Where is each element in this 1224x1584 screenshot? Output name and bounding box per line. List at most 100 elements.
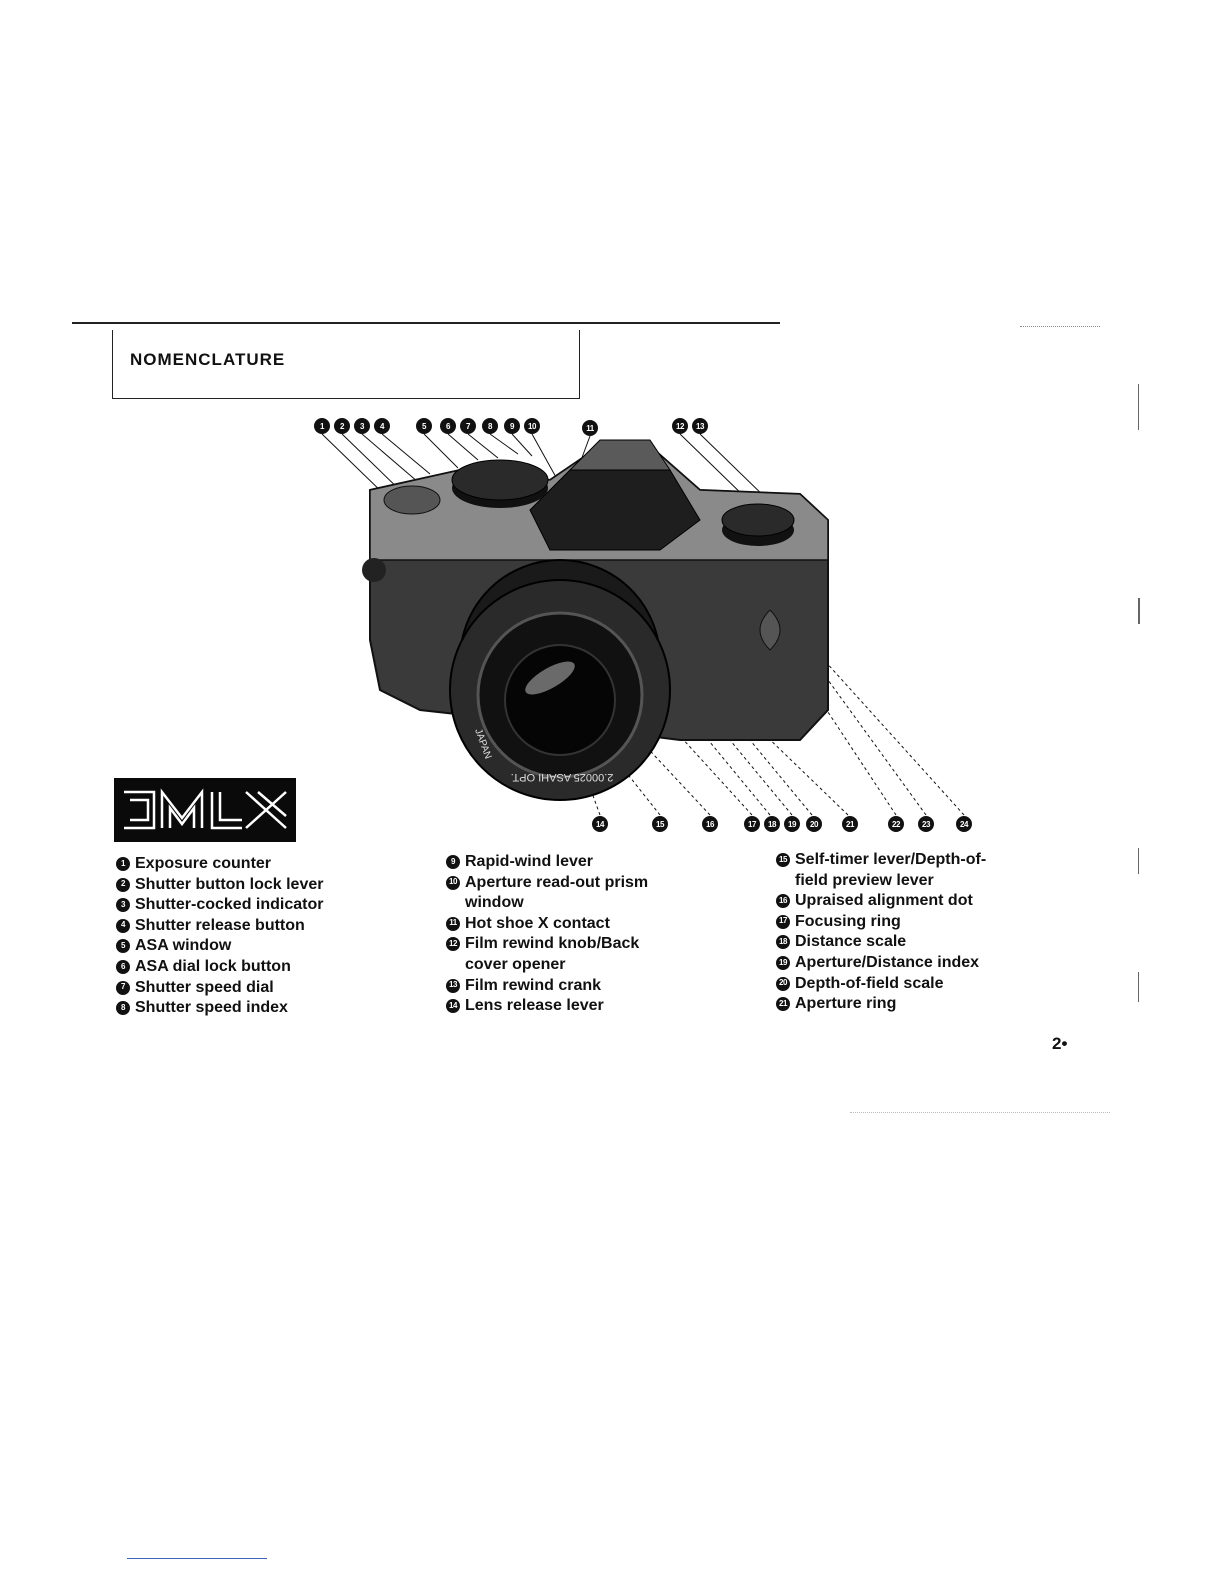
legend-number: 6 [116,959,130,974]
legend-number: 10 [446,875,460,890]
title-box [112,330,580,399]
legend-label: Shutter release button [135,916,305,934]
legend-label: Shutter speed dial [135,978,274,996]
callout-8: 8 [482,418,498,434]
legend-item: 14 Lens release lever [446,996,648,1017]
legend-label: Distance scale [795,933,907,951]
legend-label: Shutter button lock lever [135,875,324,893]
legend-number: 16 [776,894,790,909]
legend-number: 21 [776,997,790,1012]
callout-1: 1 [314,418,330,434]
callout-21: 21 [842,816,858,832]
legend-label-continued: cover opener [465,955,566,973]
callout-5: 5 [416,418,432,434]
legend-number: 14 [446,999,460,1014]
legend-label: Shutter-cocked indicator [135,896,324,914]
callout-9: 9 [504,418,520,434]
legend-item: 6 ASA dial lock button [116,957,323,978]
scan-artifact [1020,326,1100,327]
callout-7: 7 [460,418,476,434]
legend-number: 4 [116,918,130,933]
callout-17: 17 [744,816,760,832]
legend-label: Aperture/Distance index [795,953,980,971]
callout-3: 3 [354,418,370,434]
callout-2: 2 [334,418,350,434]
legend-number: 5 [116,939,130,954]
legend-label: Self-timer lever/Depth-of- [795,851,987,868]
legend-item: 19 Aperture/Distance index [776,953,986,974]
legend-number: 17 [776,914,790,929]
legend-label-continued: field preview lever [795,871,934,889]
legend-number: 2 [116,877,130,892]
bottom-link-line[interactable] [127,1558,267,1559]
page-title: NOMENCLATURE [130,350,286,369]
scan-artifact [1138,384,1139,430]
camera-illustration: 2.00025 ASAHI OPT. JAPAN [321,433,965,816]
legend-number: 18 [776,935,790,950]
legend-label: Shutter speed index [135,999,288,1017]
mx-logo-mark [124,788,287,830]
legend-label: ASA dial lock button [135,957,291,975]
legend-item: 3 Shutter-cocked indicator [116,895,323,916]
legend-item: 13 Film rewind crank [446,976,648,997]
callout-22: 22 [888,816,904,832]
legend-number: 13 [446,978,460,993]
callout-15: 15 [652,816,668,832]
legend-label: Film rewind crank [465,976,602,994]
legend-item: 1 Exposure counter [116,854,323,875]
legend-number: 12 [446,937,460,952]
callout-10: 10 [524,418,540,434]
legend-item: 17 Focusing ring [776,912,986,933]
legend-label: Upraised alignment dot [795,892,973,910]
legend-number: 3 [116,898,130,913]
legend-item: 16 Upraised alignment dot [776,891,986,912]
legend-column-3: 15 Self-timer lever/Depth-of- field previ… [776,850,986,1015]
callout-12: 12 [672,418,688,434]
legend-item: 2 Shutter button lock lever [116,875,323,896]
callout-16: 16 [702,816,718,832]
lens-text-ring: 2.00025 ASAHI OPT. [511,771,614,783]
callout-6: 6 [440,418,456,434]
legend-label: Rapid-wind lever [465,853,594,870]
legend-number: 1 [116,857,130,871]
callout-23: 23 [918,816,934,832]
callout-20: 20 [806,816,822,832]
legend-item: 18 Distance scale [776,932,986,953]
legend-number: 11 [446,916,460,931]
callout-4: 4 [374,418,390,434]
legend-item: 15 Self-timer lever/Depth-of- [776,850,986,871]
scan-artifact [1138,972,1139,1002]
scan-artifact [850,1112,1110,1113]
legend-label: Exposure counter [135,855,272,872]
legend-number: 9 [446,855,460,869]
legend-item: 8 Shutter speed index [116,998,323,1019]
callout-24: 24 [956,816,972,832]
header-rule [72,322,780,324]
callout-19: 19 [784,816,800,832]
legend-item: 7 Shutter speed dial [116,978,323,999]
scan-artifact [1138,598,1140,624]
legend-number: 19 [776,955,790,970]
legend-item: 9 Rapid-wind lever [446,852,648,873]
mx-logo [114,778,296,842]
callout-13: 13 [692,418,708,434]
legend-label: Lens release lever [465,997,604,1015]
legend-label: Focusing ring [795,912,901,930]
page-number: 2• [1052,1034,1068,1053]
callout-11: 11 [582,420,598,436]
legend-number: 15 [776,853,790,867]
callout-18: 18 [764,816,780,832]
legend-number: 8 [116,1001,130,1016]
legend-column-1: 1 Exposure counter 2 Shutter button lock l… [116,854,323,1019]
legend-item: 4 Shutter release button [116,916,323,937]
scan-artifact [1138,848,1139,874]
legend-number: 20 [776,976,790,991]
legend-item: 12 Film rewind knob/Back [446,934,648,955]
legend-number: 7 [116,980,130,995]
legend-label: Film rewind knob/Back [465,935,640,953]
